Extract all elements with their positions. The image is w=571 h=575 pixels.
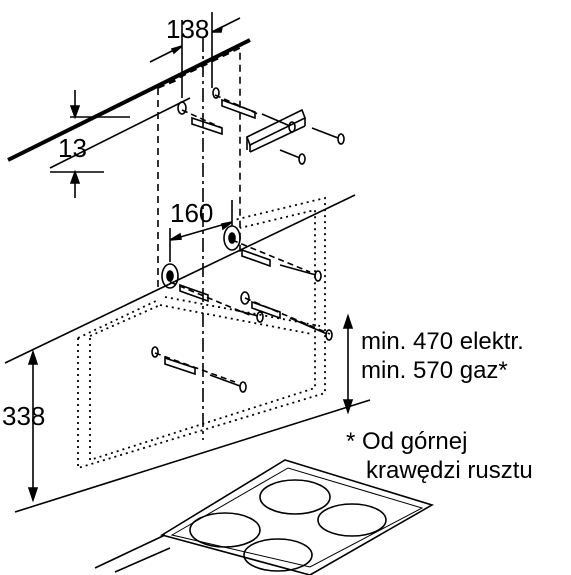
- hood-hole-left-inner: [166, 270, 174, 282]
- hood-outline: [77, 196, 326, 470]
- clearance-gas-label: min. 570 gaz*: [361, 357, 508, 384]
- chimney-outline: [157, 46, 241, 290]
- lower-hole-a: [240, 291, 250, 305]
- mounting-bracket: [245, 108, 307, 153]
- dim-clearance-lines: [342, 313, 354, 415]
- hood-hole-left: [161, 263, 179, 289]
- bracket-hole-left: [177, 101, 187, 115]
- dim-13-label: 13: [58, 133, 87, 163]
- footnote-line2: krawędzi rusztu: [366, 457, 533, 484]
- dim-160-label: 160: [170, 198, 214, 228]
- dim-13-lines: [50, 90, 130, 198]
- wall-line-upper: [4, 194, 356, 364]
- lower-hole-b: [151, 346, 159, 358]
- hob-ring-2: [189, 512, 261, 548]
- hob-ring-3: [317, 503, 387, 537]
- footnote-line1: * Od górnej: [346, 428, 468, 455]
- dim-138-lines: [149, 12, 241, 98]
- wall-line-lower: [14, 399, 371, 513]
- clearance-electric-label: min. 470 elektr.: [361, 328, 524, 355]
- cooktop: [94, 459, 434, 575]
- hob-ring-4: [243, 538, 313, 572]
- wall-top-line: [49, 97, 191, 169]
- hood-hole-right-inner: [228, 232, 236, 244]
- dim-338-lines: [27, 349, 39, 503]
- dim-138-label: 138: [166, 14, 210, 44]
- ceiling-edge: [7, 38, 251, 162]
- dowels-and-screws: [164, 98, 345, 393]
- hob-ring-1: [259, 479, 331, 515]
- dim-338-label: 338: [2, 401, 46, 431]
- bracket-hole-right: [212, 87, 220, 99]
- dim-160-lines: [169, 200, 233, 262]
